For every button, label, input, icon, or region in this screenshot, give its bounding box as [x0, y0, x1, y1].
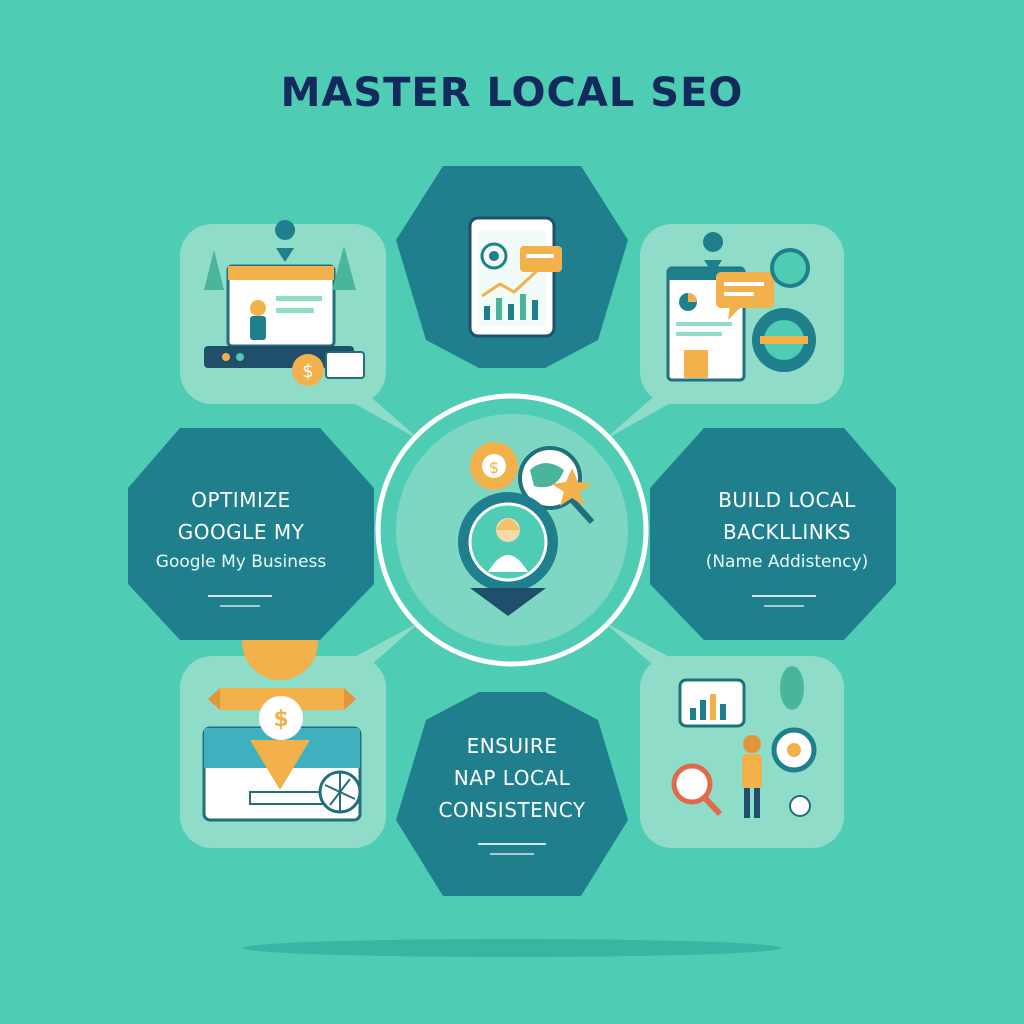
data-analysis-icon	[671, 666, 817, 818]
left-line-2: GOOGLE MY	[177, 520, 305, 544]
bottom-line-1: ENSUIRE	[466, 734, 558, 758]
location-pin-dollar-icon: $	[202, 604, 362, 822]
right-line-2: BACKLLINKS	[722, 520, 852, 544]
top-left-card: $	[180, 220, 420, 440]
left-subtitle: Google My Business	[155, 552, 327, 572]
page-title: MASTER LOCAL SEO	[280, 70, 744, 116]
local-search-user-icon: $	[458, 442, 595, 616]
nap-consistency-label: ENSUIRE NAP LOCAL CONSISTENCY	[398, 730, 626, 826]
center-ring	[375, 393, 649, 667]
top-right-card	[604, 224, 844, 440]
svg-text:$: $	[489, 458, 499, 477]
bottom-hexagon	[396, 692, 628, 896]
build-backlinks-label: BUILD LOCAL BACKLLINKS (Name Addistency)	[676, 484, 898, 576]
bottom-line-2: NAP LOCAL	[453, 766, 571, 790]
right-hexagon	[650, 428, 896, 640]
business-profile-icon: $	[204, 220, 365, 386]
right-subtitle: (Name Addistency)	[705, 552, 869, 572]
left-hexagon	[128, 428, 374, 640]
right-line-1: BUILD LOCAL	[718, 488, 856, 512]
ground-shadow	[242, 939, 782, 957]
left-line-1: OPTIMIZE	[191, 488, 291, 512]
backlink-network-icon	[666, 232, 816, 382]
optimize-gmb-label: OPTIMIZE GOOGLE MY Google My Business	[130, 484, 352, 576]
bottom-line-3: CONSISTENCY	[438, 798, 586, 822]
bottom-right-card	[604, 622, 844, 848]
svg-text:$: $	[273, 707, 288, 732]
svg-text:$: $	[302, 361, 313, 382]
bottom-left-card: $	[180, 604, 420, 848]
analytics-tablet-icon	[468, 216, 562, 338]
